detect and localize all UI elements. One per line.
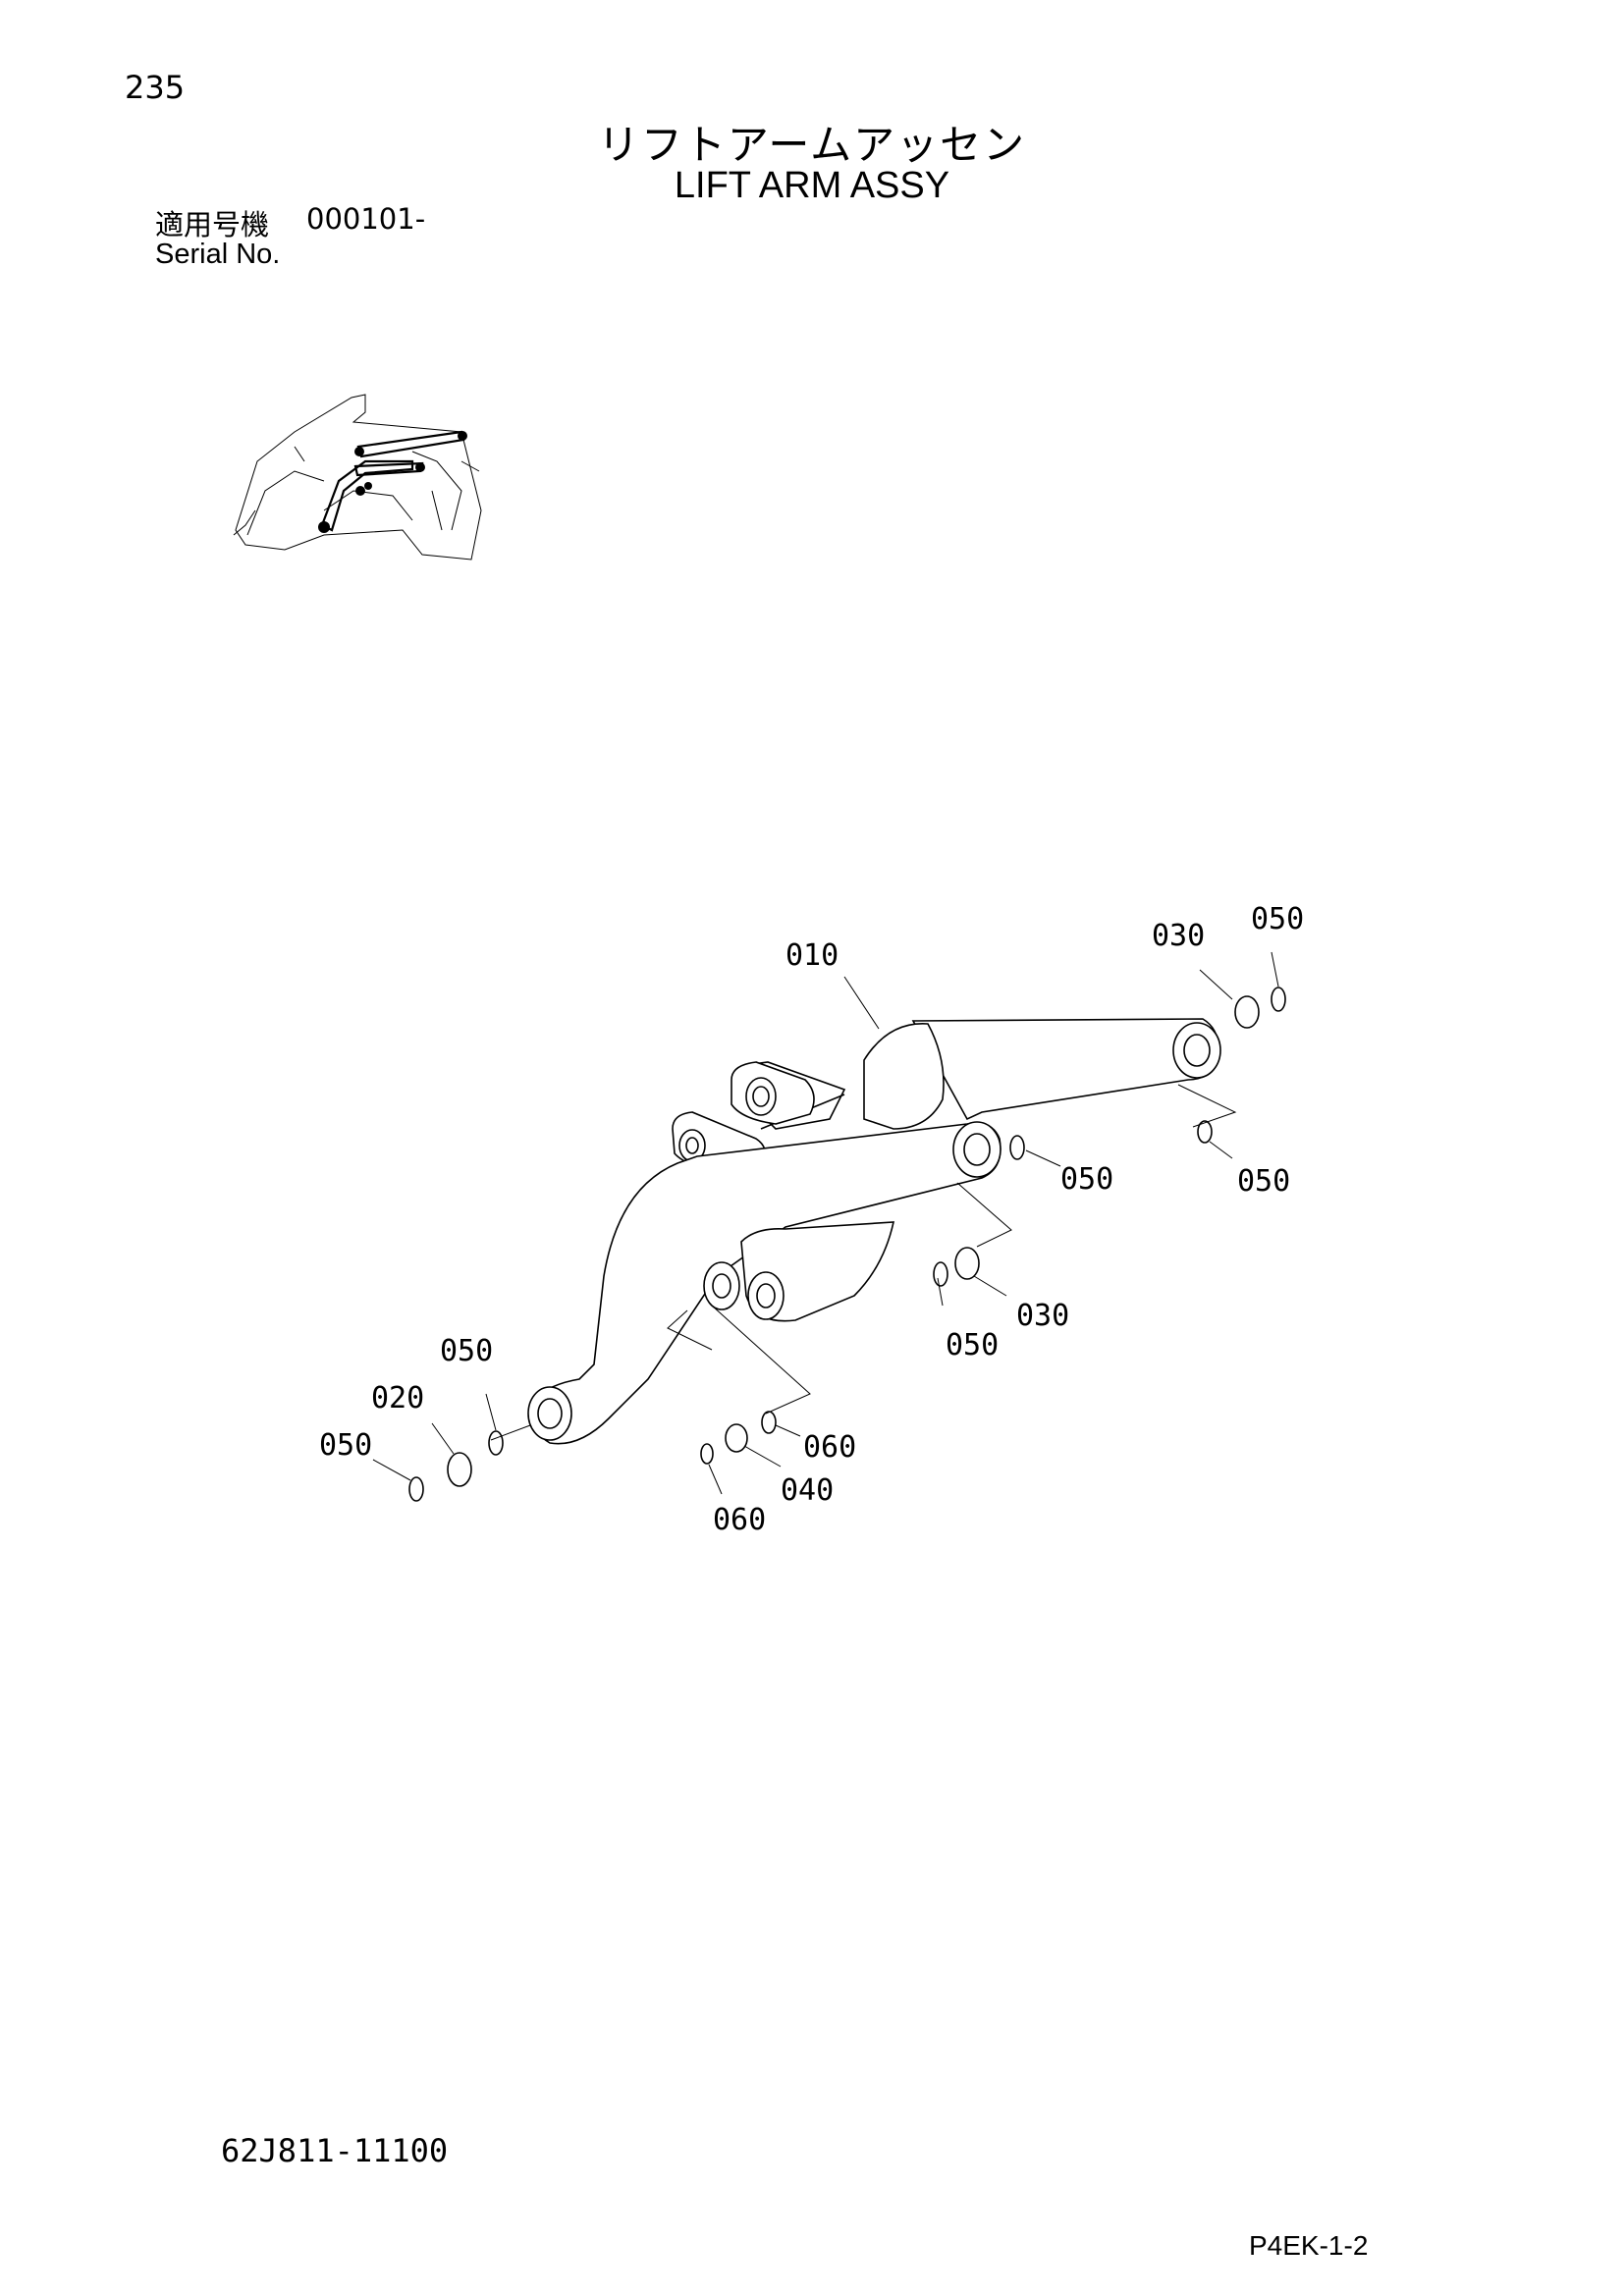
serial-label-japanese: 適用号機 xyxy=(155,208,270,241)
callout-labels: 010 030 050 050 050 050 030 050 020 050 … xyxy=(319,902,1304,1537)
callout-050-mid-right: 050 xyxy=(1237,1164,1290,1199)
page-title: LIFT ARM ASSY xyxy=(674,165,950,206)
page-title-japanese: リフトアームアッセン xyxy=(597,121,1027,169)
page-number: 235 xyxy=(125,69,186,106)
part-number: 62J811-11100 xyxy=(221,2132,449,2169)
callout-010: 010 xyxy=(785,938,839,973)
callout-050-mid-left: 050 xyxy=(1060,1162,1113,1197)
leader-lines xyxy=(372,951,1279,1495)
lift-arm-body xyxy=(527,1018,1221,1445)
page-code: P4EK-1-2 xyxy=(1249,2230,1369,2261)
callout-050-center: 050 xyxy=(946,1328,999,1362)
callout-030-center: 030 xyxy=(1016,1299,1069,1333)
callout-050-left: 050 xyxy=(319,1428,372,1463)
callout-050-top: 050 xyxy=(1251,902,1304,936)
serial-label: Serial No. xyxy=(155,239,281,270)
callout-060-bottom: 060 xyxy=(713,1503,766,1537)
serial-number-value: 000101- xyxy=(306,202,426,236)
callout-020: 020 xyxy=(371,1381,424,1415)
callout-060-right: 060 xyxy=(803,1430,856,1465)
location-thumbnail xyxy=(233,394,482,561)
callout-030-top: 030 xyxy=(1152,919,1205,953)
bushings-and-seals xyxy=(408,987,1286,1502)
callout-040: 040 xyxy=(781,1473,834,1508)
callout-050-left-top: 050 xyxy=(440,1334,493,1368)
